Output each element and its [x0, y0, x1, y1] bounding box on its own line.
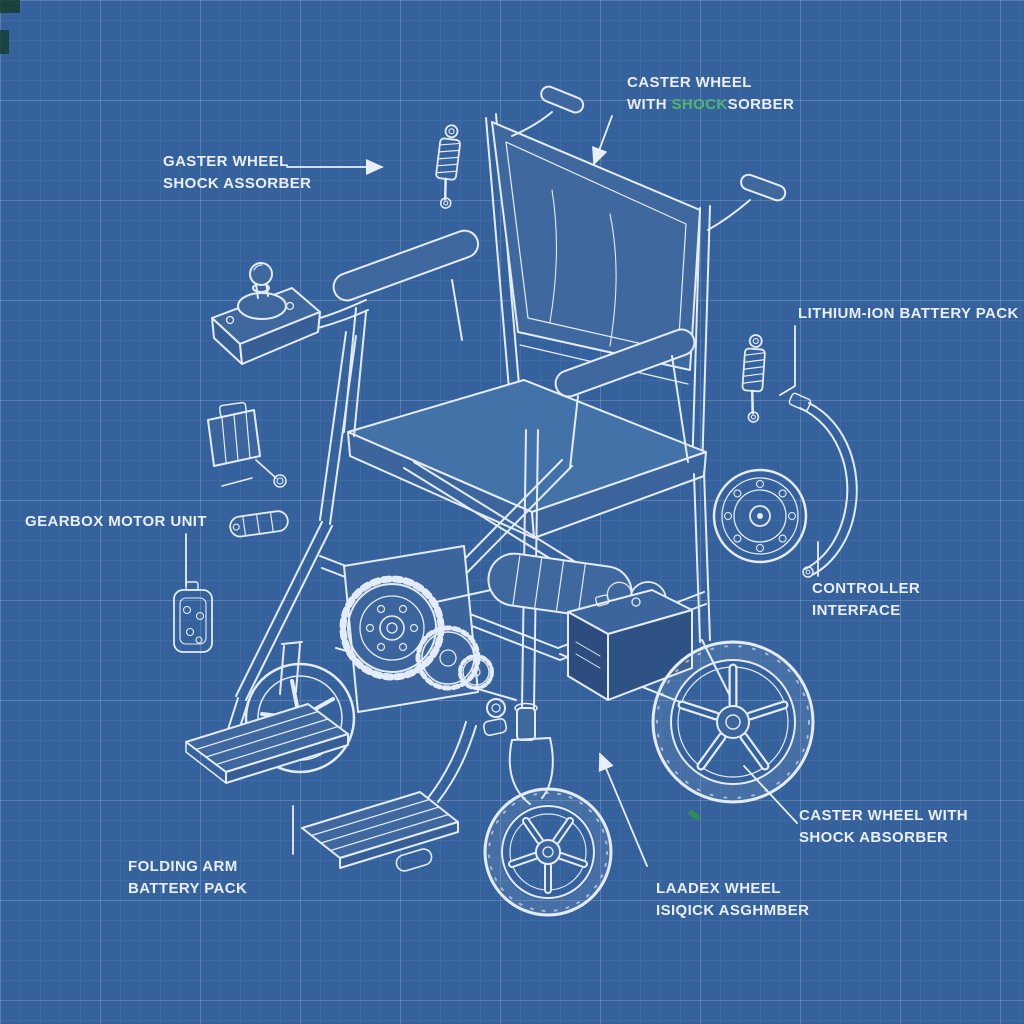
seat: [347, 379, 707, 539]
label-lithium-battery: LITHIUM-ION BATTERY PACK: [798, 303, 1019, 325]
label-line: FOLDING ARM: [128, 858, 238, 875]
leader-caster-right: [743, 765, 798, 824]
armrest-right: [554, 328, 696, 469]
label-gearbox-motor: GEARBOX MOTOR UNIT: [25, 511, 207, 533]
shock-absorber-top: [435, 124, 461, 209]
label-gaster-wheel-left: GASTER WHEEL SHOCK ASSORBER: [163, 151, 311, 195]
label-caster-wheel-top: CASTER WHEEL WITH SHOCKSORBER: [627, 72, 794, 116]
label-text: SORBER: [727, 95, 795, 113]
leader-lines: [185, 115, 819, 867]
label-line: CONTROLLER: [812, 580, 921, 597]
label-line: CASTER WHEEL WITH: [799, 807, 969, 824]
backrest: [485, 113, 711, 475]
roller-pin: [229, 510, 289, 538]
push-handles: [511, 85, 787, 231]
corner-marks: [0, 0, 20, 54]
caster-hardware: [482, 698, 508, 737]
label-line: SHOCK ABSORBER: [799, 828, 949, 846]
label-line: WITH SHOCKSORBER: [627, 94, 794, 116]
label-line: SHOCK ASSORBER: [163, 174, 312, 192]
label-line: GEARBOX MOTOR UNIT: [25, 513, 207, 530]
footplate-lower: [301, 721, 477, 872]
shock-absorber-right: [741, 334, 766, 423]
label-line: LAADEX WHEEL: [656, 880, 781, 897]
label-line: LITHIUM-ION BATTERY PACK: [798, 305, 1019, 322]
label-line: GASTER WHEEL: [163, 153, 289, 170]
label-line: INTERFACE: [812, 601, 901, 619]
label-line: ISIQICK ASGHMBER: [656, 901, 810, 919]
label-text: WITH: [627, 95, 672, 113]
joystick-controller: [211, 262, 369, 365]
label-controller-interface: CONTROLLER INTERFACE: [812, 578, 920, 622]
gearbox: [339, 545, 501, 713]
front-caster: [483, 702, 613, 917]
label-caster-wheel-right: CASTER WHEEL WITH SHOCK ABSORBER: [799, 805, 968, 849]
footplate-upper: [185, 703, 349, 784]
label-text-accent: SHOCK: [671, 95, 728, 113]
leader-caster-top-arrow: [592, 115, 613, 166]
battery-box: [567, 589, 693, 701]
leader-lithium: [779, 325, 796, 396]
rear-wheel: [651, 640, 815, 821]
leader-caster-bottom-arrow: [598, 752, 648, 867]
small-actuator: [207, 401, 287, 488]
label-line: BATTERY PACK: [128, 879, 248, 897]
hub-bracket: [788, 392, 858, 578]
gearbox-part: [173, 581, 213, 653]
label-line: CASTER WHEEL: [627, 74, 752, 91]
label-caster-wheel-bottom: LAADEX WHEEL ISIQICK ASGHMBER: [656, 878, 809, 922]
hub-motor: [712, 468, 808, 564]
label-folding-arm: FOLDING ARM BATTERY PACK: [128, 856, 247, 900]
